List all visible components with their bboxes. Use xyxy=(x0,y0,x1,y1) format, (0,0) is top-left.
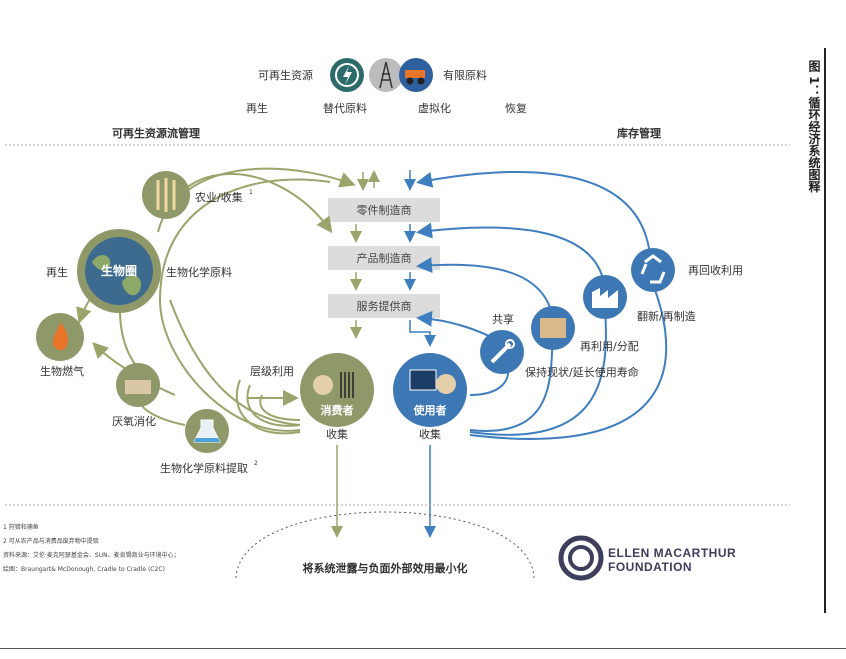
biosphere-label: 生物圈 xyxy=(101,263,137,278)
action-restore: 恢复 xyxy=(505,101,527,115)
legend-renewable: 可再生资源 xyxy=(258,68,313,82)
action-virtualise: 虚拟化 xyxy=(418,101,451,115)
box-service-label: 服务提供商 xyxy=(357,299,412,313)
recycle-label: 再回收利用 xyxy=(688,263,743,277)
oil-rig-icon xyxy=(369,58,403,92)
footnote-drawing: 绘图：Braungart& McDonough, Cradle to Cradl… xyxy=(3,566,165,573)
anaerobic-label: 厌氧消化 xyxy=(112,414,156,428)
footnote-source: 资料来源：艾伦·麦克阿瑟基金会、SUN、麦肯锡商业与环境中心； xyxy=(3,552,180,559)
biogas-label: 生物燃气 xyxy=(40,364,84,378)
consumer-label: 消费者 xyxy=(321,403,354,417)
recycle-node xyxy=(631,248,675,292)
logo-line1: ELLEN MACARTHUR xyxy=(608,546,737,560)
section-right-title: 库存管理 xyxy=(617,126,661,140)
leakage-arc xyxy=(235,511,535,579)
refurbish-label: 翻新/再制造 xyxy=(637,309,696,323)
box-product-label: 产品制造商 xyxy=(357,251,412,265)
bottom-rule xyxy=(0,648,846,649)
reuse-label: 再利用/分配 xyxy=(580,340,639,353)
action-substitute: 替代原料 xyxy=(323,101,367,115)
section-left-title: 可再生资源流管理 xyxy=(112,126,200,140)
extraction-sup: 2 xyxy=(254,460,258,467)
farming-sup: 1 xyxy=(249,189,253,196)
right-rule xyxy=(824,48,826,613)
logo-line2: FOUNDATION xyxy=(608,560,693,574)
maintain-label: 保持现状/延长使用寿命 xyxy=(525,365,639,379)
extraction-label: 生物化学原料提取 xyxy=(160,461,248,475)
emf-logo: ELLEN MACARTHUR FOUNDATION xyxy=(556,538,756,582)
farming-label: 农业/收集 xyxy=(195,190,243,204)
box-parts-manufacturer xyxy=(328,198,440,222)
consumer-node xyxy=(300,353,374,427)
collect-left-label: 收集 xyxy=(326,427,348,441)
cascade-label: 层级利用 xyxy=(250,365,294,378)
collect-right-label: 收集 xyxy=(419,427,441,441)
regenerate-label: 再生 xyxy=(46,265,68,279)
user-label: 使用者 xyxy=(413,403,447,417)
emf-logo-icon xyxy=(558,535,604,581)
flame-icon xyxy=(52,322,68,351)
box-parts-label: 零件制造商 xyxy=(357,203,412,217)
footnote-2: 2 可从农产品与消费品废弃物中提取 xyxy=(3,538,99,545)
action-regenerate: 再生 xyxy=(246,101,268,115)
figure-title: 图 1：循环经济系统图释 xyxy=(807,60,821,193)
legend-finite: 有限原料 xyxy=(443,68,487,82)
biochem-label: 生物化学原料 xyxy=(166,265,232,279)
leakage-label: 将系统泄露与负面外部效用最小化 xyxy=(303,561,468,575)
footnote-1: 1 狩猎和捕鱼 xyxy=(3,524,39,531)
share-label: 共享 xyxy=(492,312,514,326)
